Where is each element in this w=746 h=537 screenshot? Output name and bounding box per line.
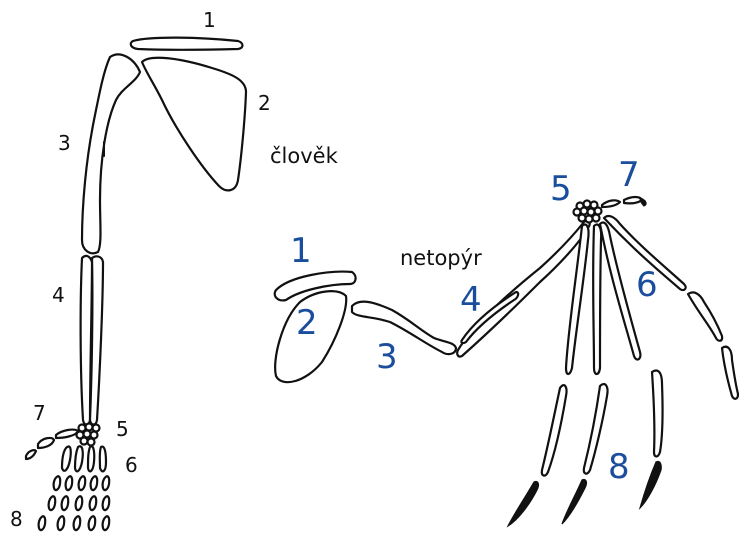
human-radius [88, 255, 105, 426]
bat-digit-2 [506, 223, 590, 528]
bat-digit-5 [602, 214, 740, 400]
bat-label-6: 6 [636, 265, 658, 305]
human-thumb [24, 428, 80, 461]
human-label-8: 8 [10, 507, 23, 531]
bat-label-5: 5 [550, 169, 572, 209]
human-label-2: 2 [258, 91, 271, 115]
bat-label-7: 7 [618, 155, 640, 195]
human-label-6: 6 [125, 453, 138, 477]
human-phalanges [37, 475, 111, 532]
bat-thumb [600, 195, 647, 209]
human-label-5: 5 [116, 417, 129, 441]
human-label-7: 7 [33, 401, 46, 425]
human-clavicle [129, 36, 244, 51]
human-metacarpals [60, 445, 108, 473]
human-carpals [75, 422, 101, 447]
bat-label-2: 2 [296, 303, 318, 343]
bat-digit-4 [598, 221, 664, 511]
human-caption: člověk [270, 144, 339, 168]
bat-carpals [572, 199, 603, 224]
bat-caption: netopýr [400, 246, 482, 270]
human-label-4: 4 [52, 283, 65, 307]
human-scapula [140, 56, 248, 192]
bat-label-1: 1 [290, 231, 312, 271]
bat-wing: 1 2 3 4 5 6 7 8 netopýr [273, 155, 740, 528]
bat-label-3: 3 [376, 337, 398, 377]
bat-label-4: 4 [460, 280, 482, 320]
human-humerus [80, 53, 142, 255]
human-label-1: 1 [203, 8, 216, 32]
bat-digit-3 [561, 223, 609, 525]
bat-scapula [274, 290, 348, 384]
bat-label-8: 8 [608, 447, 630, 487]
bat-humerus [350, 300, 458, 356]
bat-forearm-ulna [460, 290, 520, 345]
human-arm: 1 2 3 4 5 6 7 8 člověk [10, 8, 339, 532]
human-label-3: 3 [58, 131, 71, 155]
bat-clavicle [273, 270, 357, 302]
